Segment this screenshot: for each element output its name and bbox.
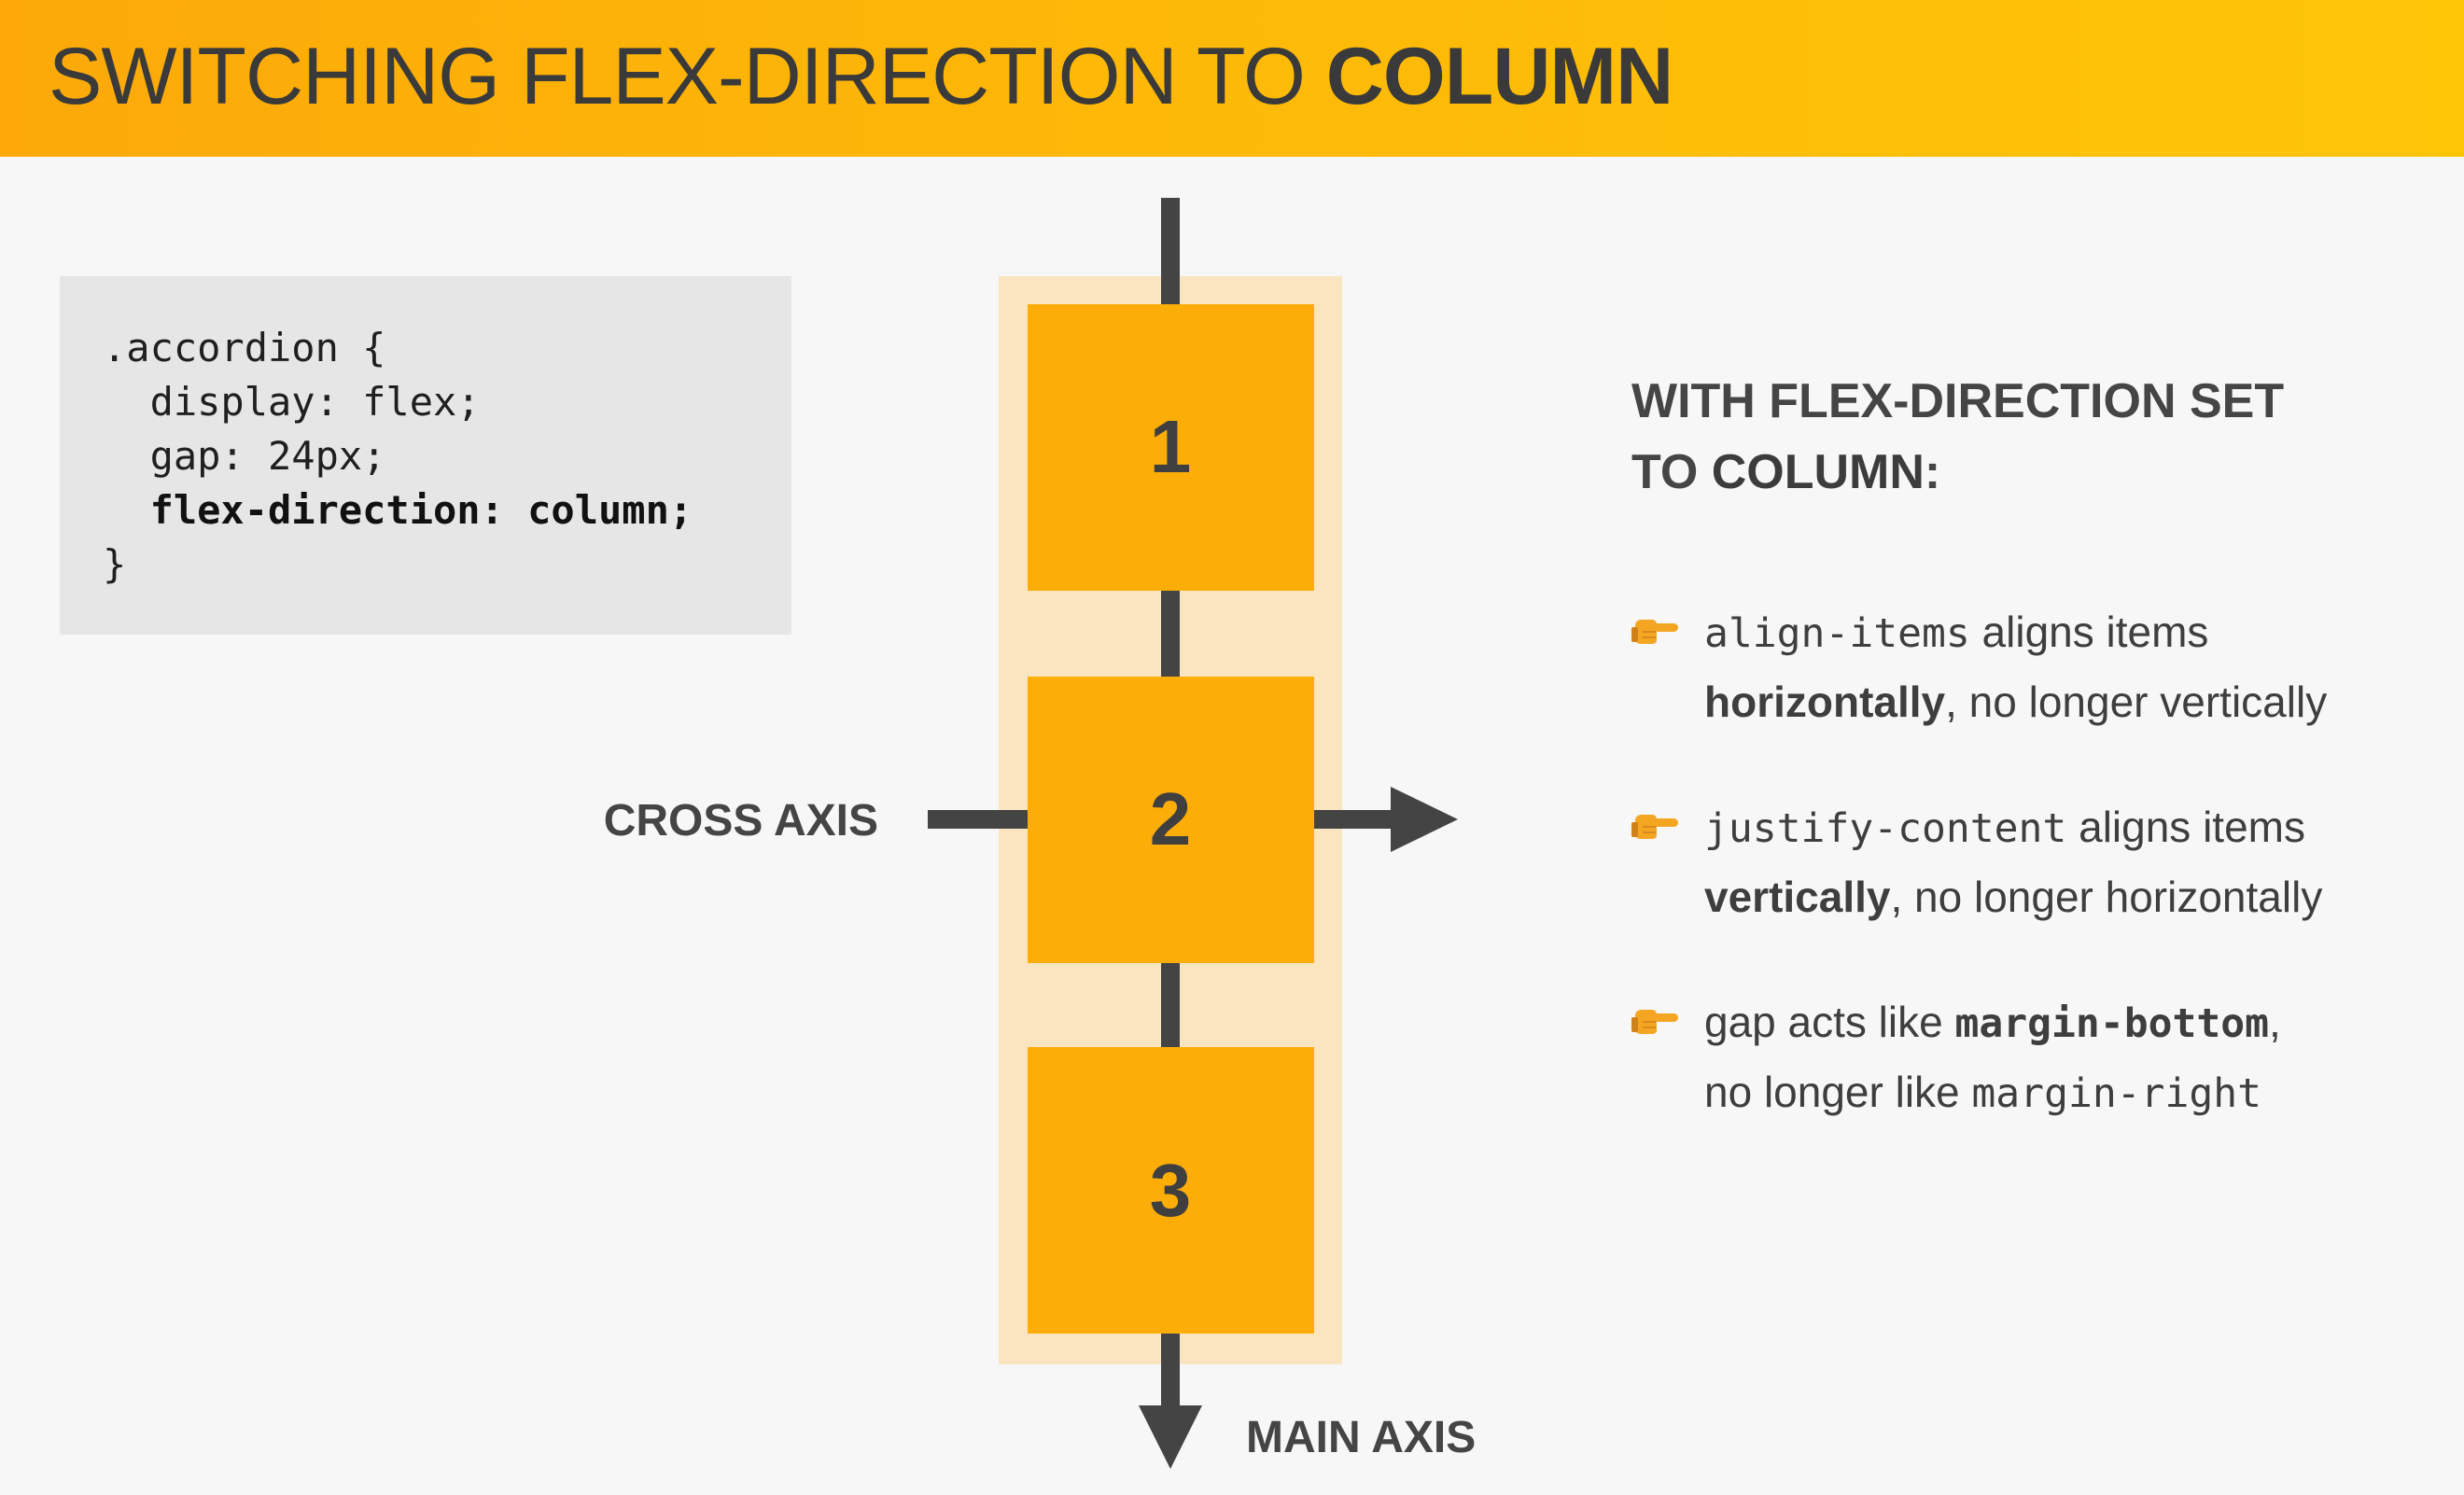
- note-line: horizontally, no longer vertically: [1704, 667, 2327, 737]
- main-axis-arrowhead: [1139, 1405, 1202, 1469]
- note-text: align-items aligns items horizontally, n…: [1704, 597, 2327, 737]
- note-text-part: aligns items: [1969, 608, 2209, 656]
- note-line: align-items aligns items: [1704, 597, 2327, 667]
- note-text-part: gap acts like: [1704, 998, 1955, 1046]
- inline-code: align-items: [1704, 610, 1970, 657]
- note-text: justify-content aligns items vertically,…: [1704, 792, 2322, 932]
- flex-item-1-label: 1: [1150, 405, 1192, 488]
- note-text-part: ,: [2269, 998, 2281, 1046]
- notes-heading-line-2: TO COLUMN:: [1631, 437, 2397, 508]
- code-line-gap: gap: 24px;: [103, 433, 386, 479]
- note-line: gap acts like margin-bottom,: [1704, 987, 2281, 1057]
- note-text-part: , no longer horizontally: [1890, 873, 2323, 921]
- pointing-hand-icon: [1631, 1010, 1678, 1034]
- note-text-part: , no longer vertically: [1945, 678, 2328, 726]
- pointing-hand-icon: [1631, 815, 1678, 839]
- code-snippet: .accordion { display: flex; gap: 24px; f…: [60, 276, 791, 635]
- flex-item-2: [1028, 677, 1314, 963]
- code-line-selector: .accordion {: [103, 325, 386, 370]
- emphasis-text: vertically: [1704, 873, 1891, 921]
- cross-axis-arrowhead: [1391, 787, 1458, 852]
- code-block: .accordion { display: flex; gap: 24px; f…: [103, 321, 693, 592]
- note-line: vertically, no longer horizontally: [1704, 862, 2322, 932]
- notes-heading-line-1: WITH FLEX-DIRECTION SET: [1631, 374, 2285, 428]
- flex-item-3-label: 3: [1150, 1149, 1192, 1232]
- note-line: justify-content aligns items: [1704, 792, 2322, 862]
- cross-axis-label: CROSS AXIS: [604, 796, 878, 845]
- code-line-close: }: [103, 541, 127, 587]
- note-text-part: no longer like: [1704, 1068, 1972, 1116]
- main-axis-label: MAIN AXIS: [1246, 1413, 1476, 1462]
- emphasis-text: horizontally: [1704, 678, 1946, 726]
- title-strong: COLUMN: [1325, 32, 1673, 121]
- flex-item-1: [1028, 304, 1314, 591]
- page-title: SWITCHING FLEX-DIRECTION TO COLUMN: [49, 21, 1673, 133]
- header-bar: SWITCHING FLEX-DIRECTION TO COLUMN: [0, 0, 2464, 157]
- note-text: gap acts like margin-bottom, no longer l…: [1704, 987, 2281, 1127]
- notes-heading: WITH FLEX-DIRECTION SET TO COLUMN:: [1631, 366, 2397, 508]
- notes-heading-prefix: TO: [1631, 445, 1712, 499]
- code-line-flex-direction: flex-direction: column;: [103, 487, 693, 533]
- flex-item-2-label: 2: [1150, 777, 1192, 860]
- inline-code: margin-right: [1971, 1070, 2262, 1117]
- notes-heading-strong: COLUMN: [1711, 445, 1925, 499]
- code-line-display: display: flex;: [103, 379, 481, 425]
- inline-code: justify-content: [1704, 805, 2067, 852]
- notes-heading-suffix: :: [1924, 445, 1941, 499]
- note-line: no longer like margin-right: [1704, 1057, 2281, 1127]
- flex-item-3: [1028, 1047, 1314, 1334]
- pointing-hand-icon: [1631, 620, 1678, 644]
- inline-code-strong: margin-bottom: [1954, 1000, 2270, 1047]
- note-text-part: aligns items: [2066, 803, 2305, 851]
- title-prefix: SWITCHING FLEX-DIRECTION TO: [49, 32, 1326, 121]
